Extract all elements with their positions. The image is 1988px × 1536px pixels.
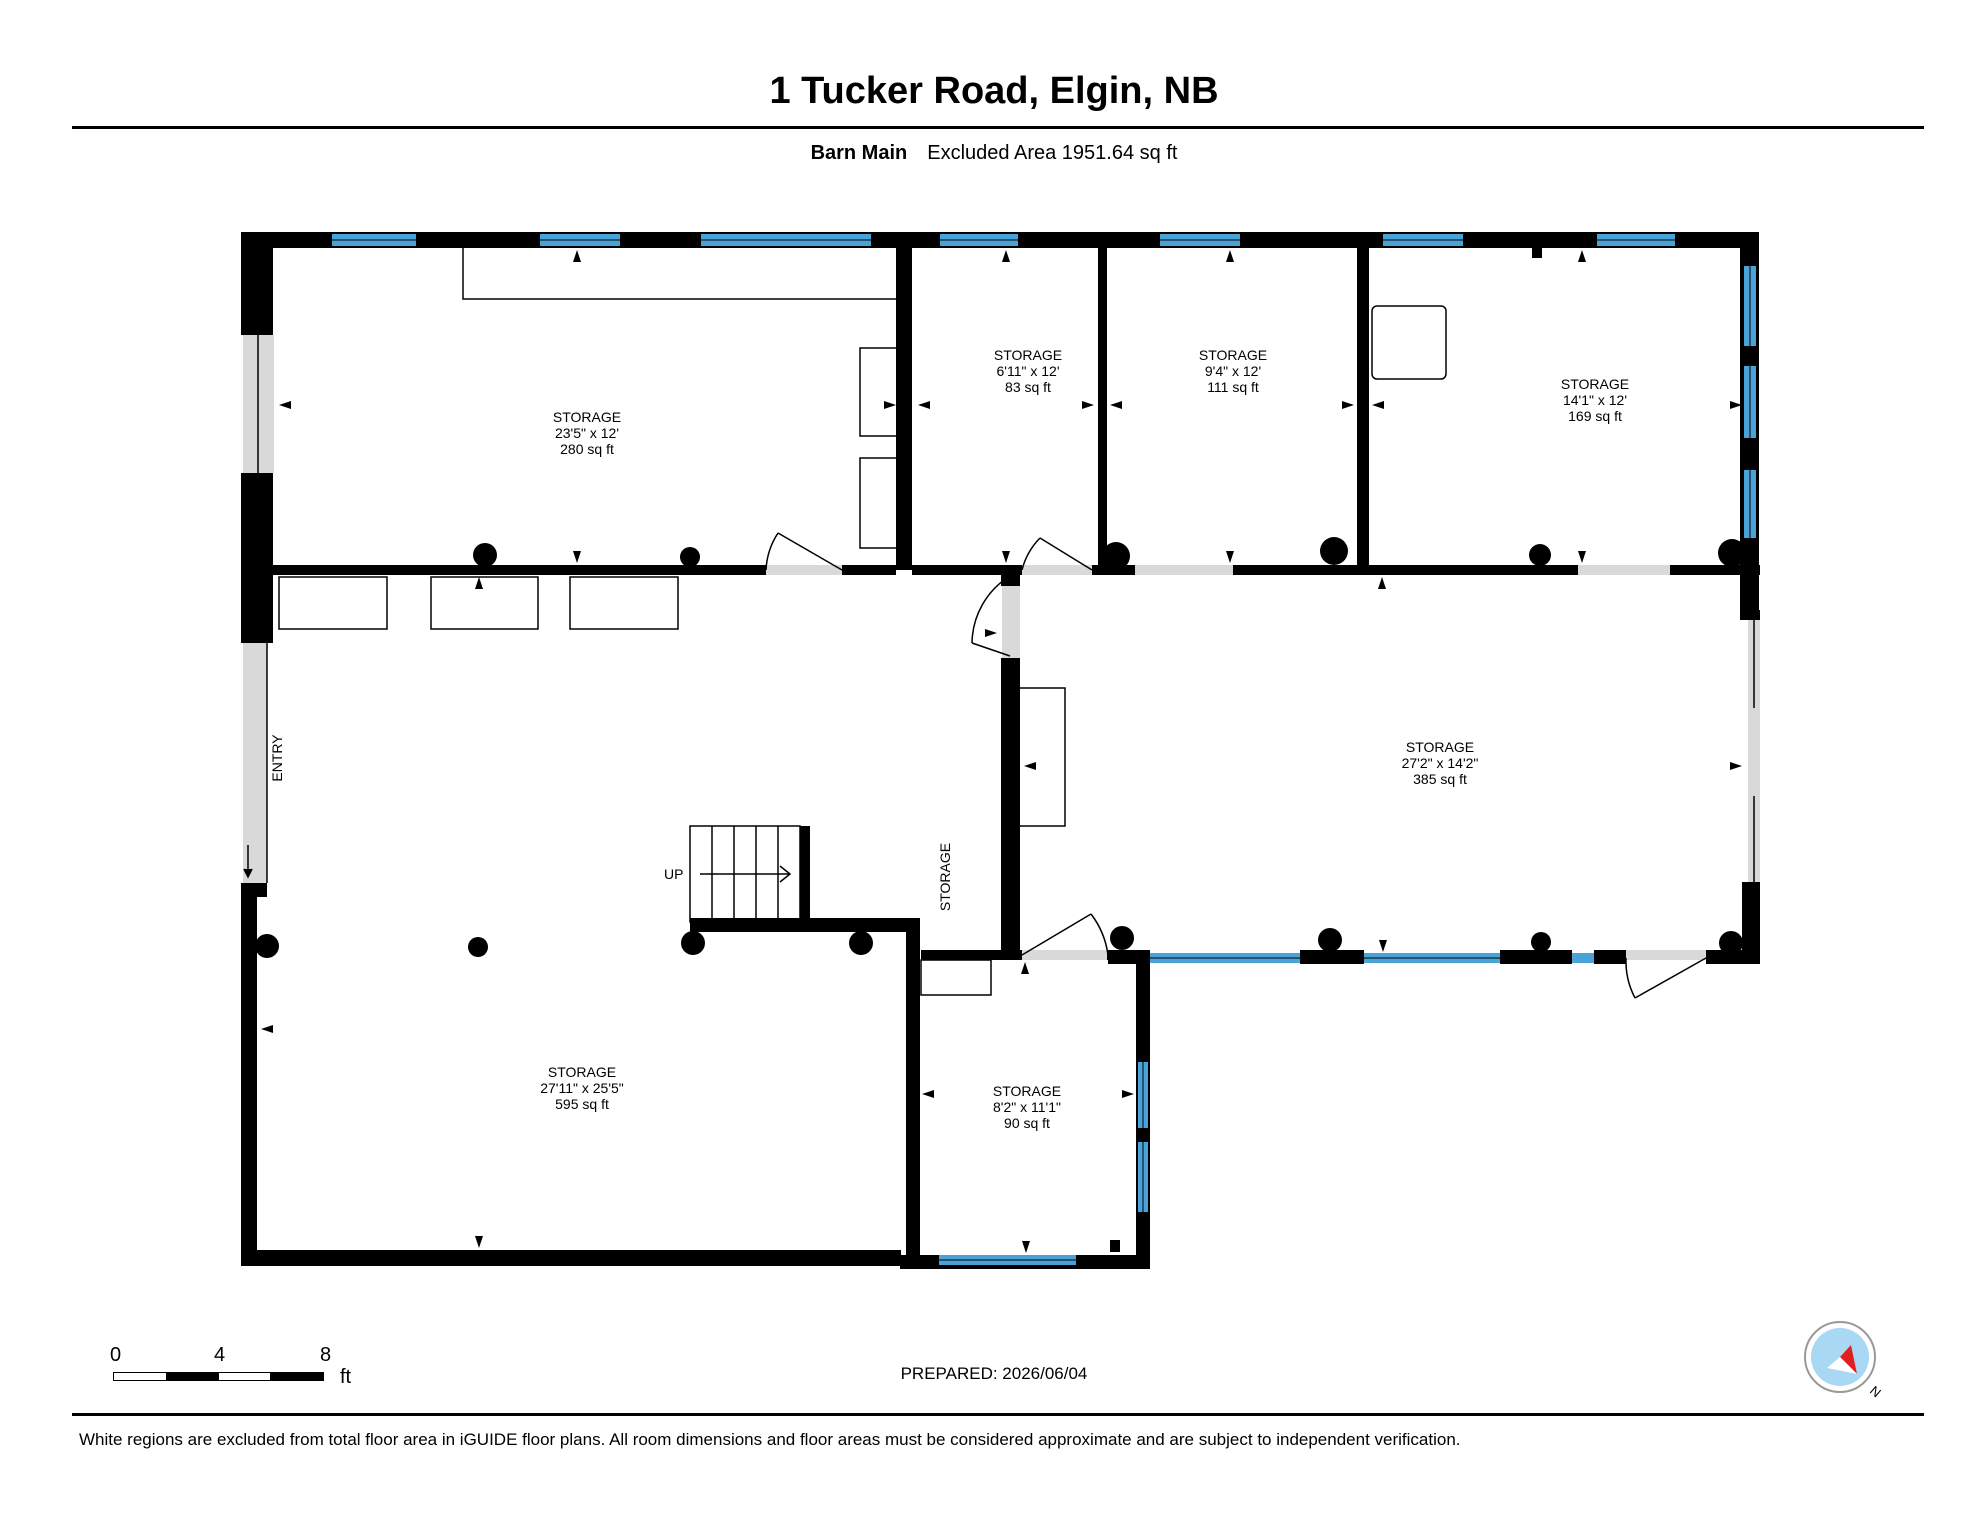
cabinet-fixture [920, 959, 992, 996]
scale-tick: 8 [320, 1344, 332, 1366]
floor-name: Barn Main [810, 142, 908, 164]
scale-tick: 4 [214, 1344, 226, 1366]
cabinet-fixture [859, 457, 899, 549]
page-title: 1 Tucker Road, Elgin, NB [769, 70, 1219, 112]
excluded-area: Excluded Area 1951.64 sq ft [927, 142, 1178, 164]
title-divider [72, 126, 1924, 129]
window-lines [332, 239, 1751, 1261]
cabinet-fixture [1018, 687, 1066, 827]
tank-fixture [1371, 305, 1447, 380]
disclaimer-text: White regions are excluded from total fl… [79, 1430, 1461, 1449]
scale-tick: 0 [110, 1344, 122, 1366]
footer-divider [72, 1413, 1924, 1416]
fixtures [278, 245, 1447, 996]
bench-fixture [430, 576, 539, 630]
compass-north: N [1867, 1383, 1883, 1400]
columns [255, 246, 1746, 1252]
prepared-date: PREPARED: 2026/06/04 [900, 1364, 1088, 1383]
scale-bar: 0 4 8 ft [110, 1344, 360, 1394]
openings [243, 335, 1760, 960]
bench-fixture [569, 576, 679, 630]
cabinet-fixture [859, 347, 899, 437]
shelf-fixture [462, 245, 900, 300]
bench-fixture [278, 576, 388, 630]
photo-markers [261, 250, 1742, 1253]
stairs [689, 825, 801, 923]
storage-vertical-label: STORAGE [937, 843, 953, 911]
stairs-up-label: UP [664, 866, 683, 882]
sliding-door-lines [243, 335, 1755, 883]
scale-unit: ft [340, 1366, 352, 1388]
entry-label: ENTRY [269, 734, 285, 782]
floor-subtitle: Barn Main Excluded Area 1951.64 sq ft [0, 142, 1988, 165]
compass-icon: N [1804, 1321, 1883, 1400]
doors [765, 532, 1707, 999]
scale-segment [270, 1372, 324, 1381]
